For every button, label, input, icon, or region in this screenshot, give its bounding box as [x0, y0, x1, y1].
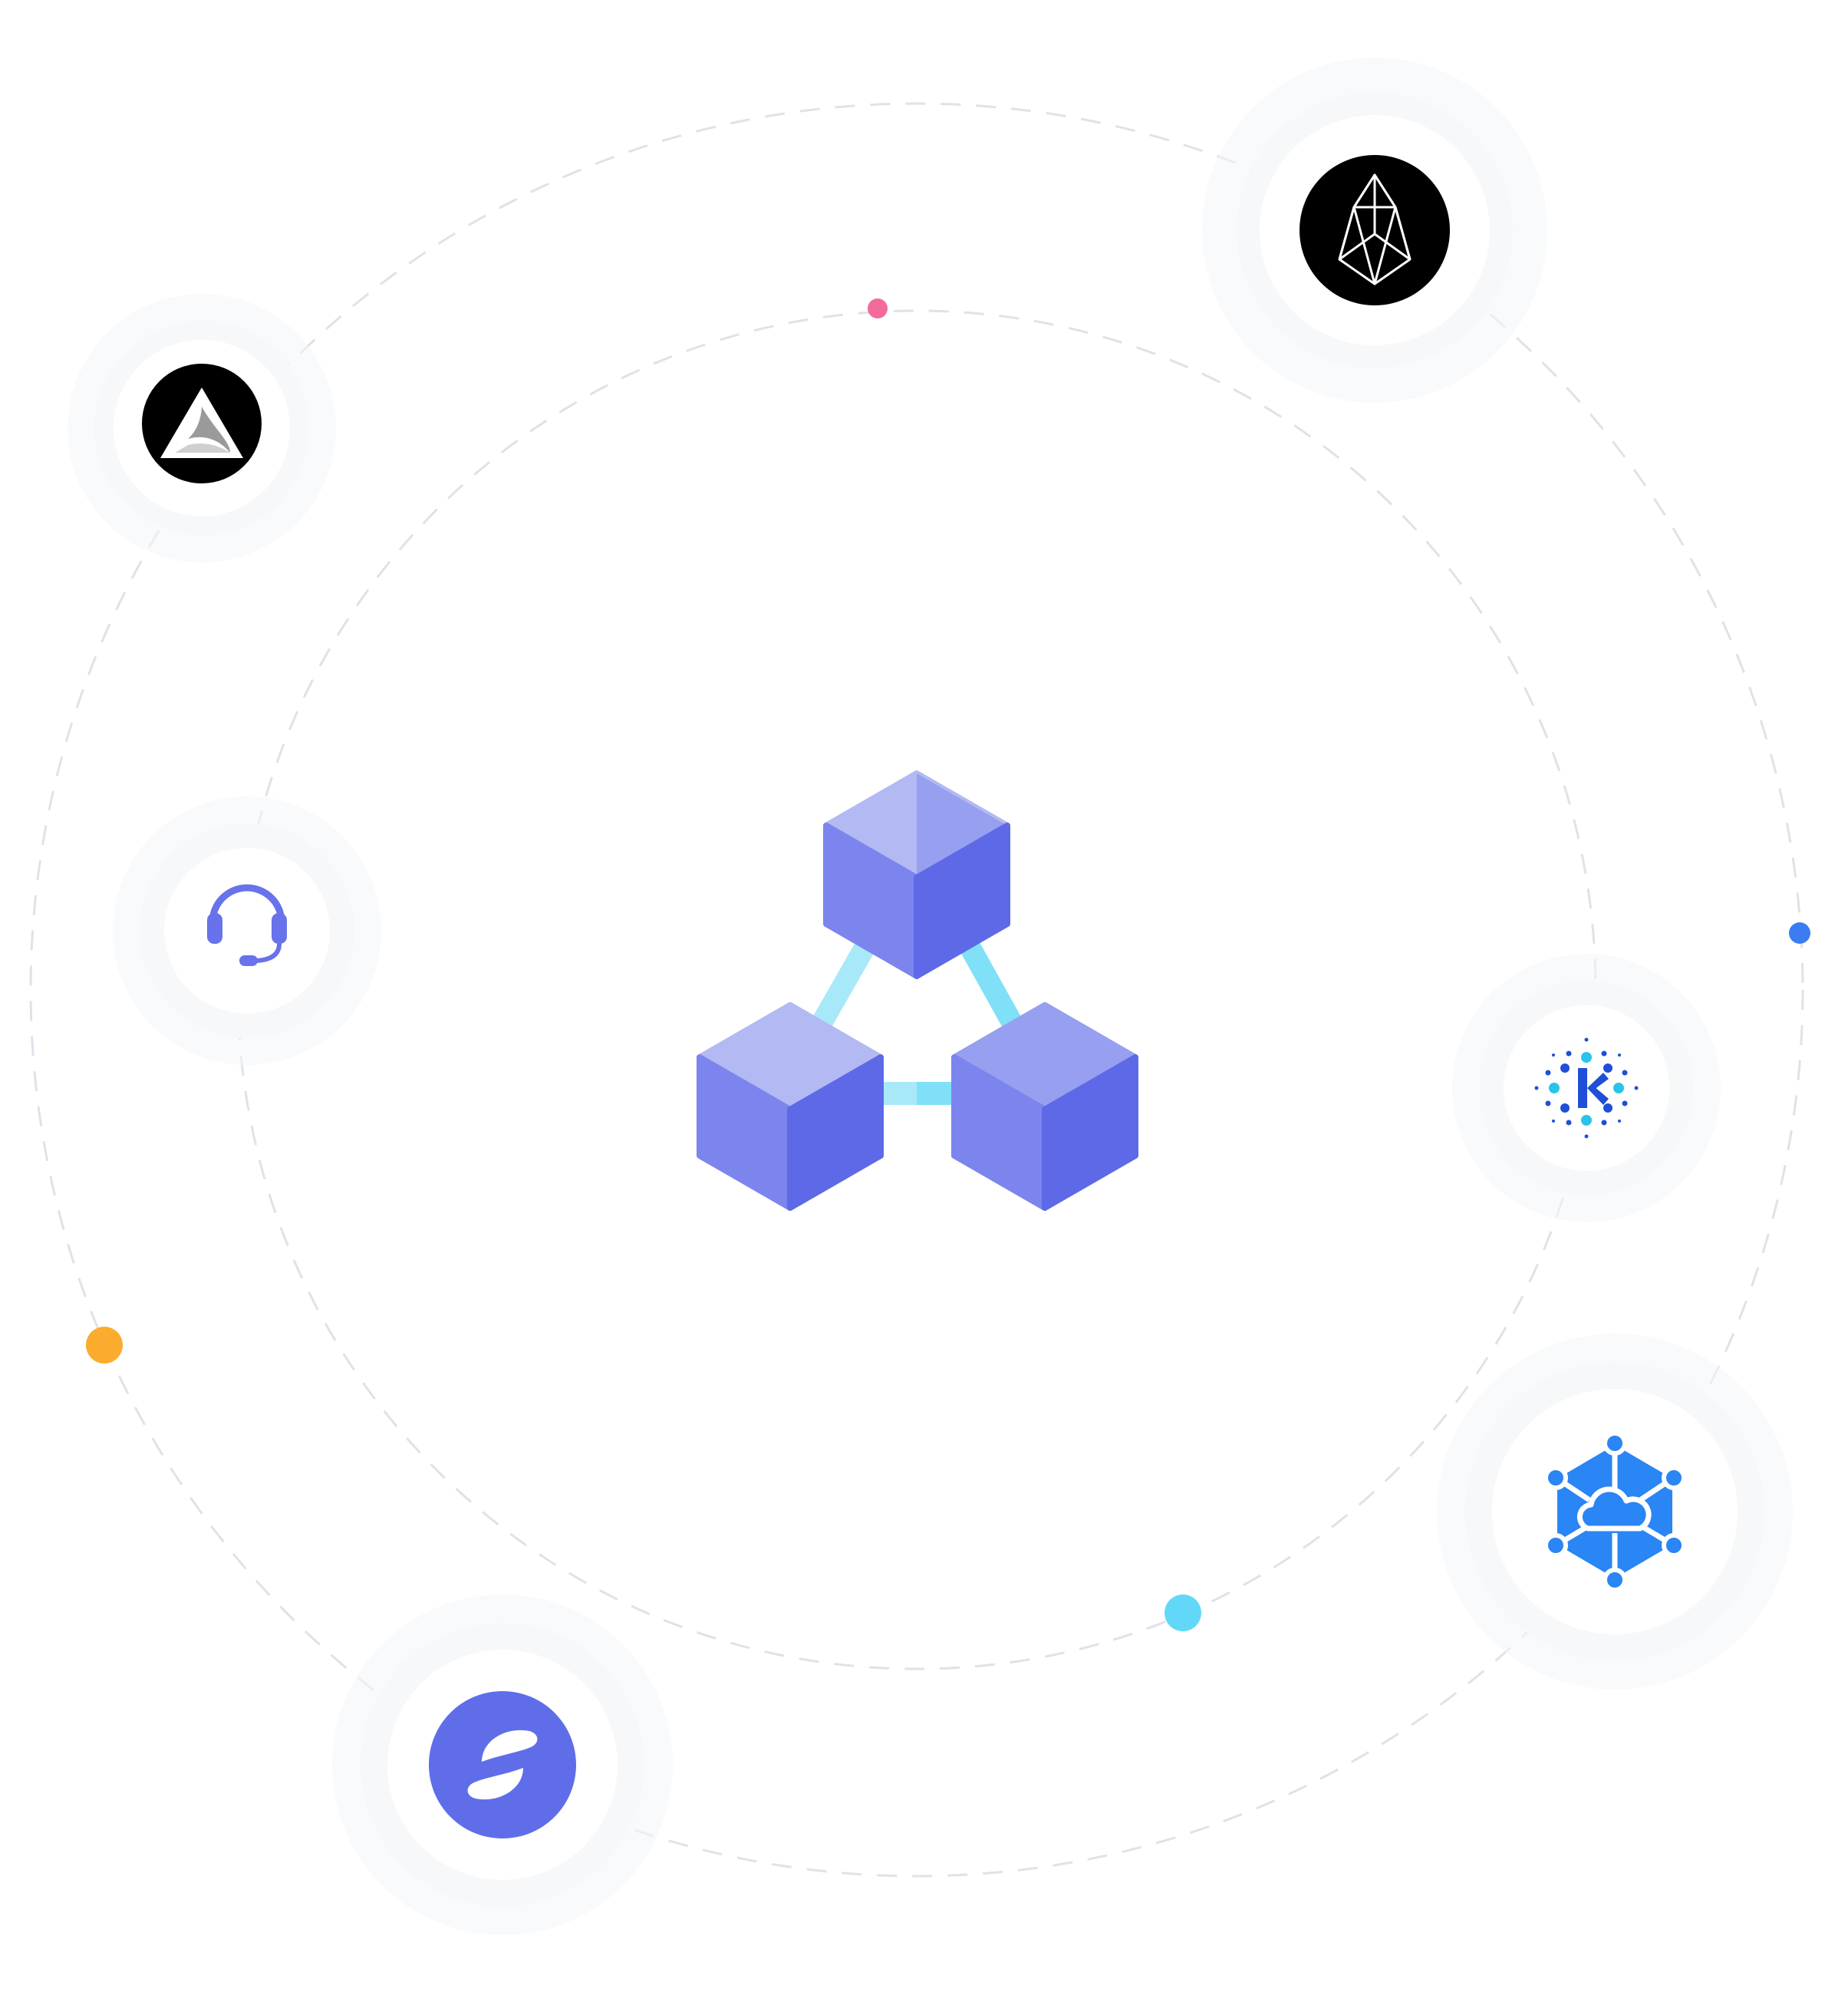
outer-orbit-ring [29, 102, 1804, 1878]
cube-bottom-left [697, 1002, 884, 1211]
pink-orbit-dot [868, 298, 888, 318]
cyan-orbit-dot [1164, 1594, 1201, 1631]
orange-orbit-dot [86, 1327, 123, 1364]
kyber-network-logo-icon [1534, 1037, 1639, 1139]
inner-orbit-ring [236, 309, 1597, 1670]
cube-top [823, 770, 1010, 979]
triangle-logo-node [68, 294, 336, 562]
headset-support-node [113, 796, 381, 1065]
blue-orbit-dot [1789, 922, 1810, 944]
storj-cloud-network-icon [1543, 1431, 1686, 1592]
triangle-logo-icon [160, 387, 243, 458]
cube-bottom-right [951, 1002, 1138, 1211]
status-node [332, 1594, 673, 1935]
status-logo-icon [467, 1730, 538, 1800]
storj-node [1437, 1334, 1793, 1690]
headset-support-icon [207, 884, 287, 966]
kyber-network-node [1452, 954, 1721, 1222]
blockchain-network-cubes-icon [697, 770, 1138, 1211]
eos-logo-node [1202, 58, 1547, 403]
eos-logo-icon [1338, 173, 1412, 285]
